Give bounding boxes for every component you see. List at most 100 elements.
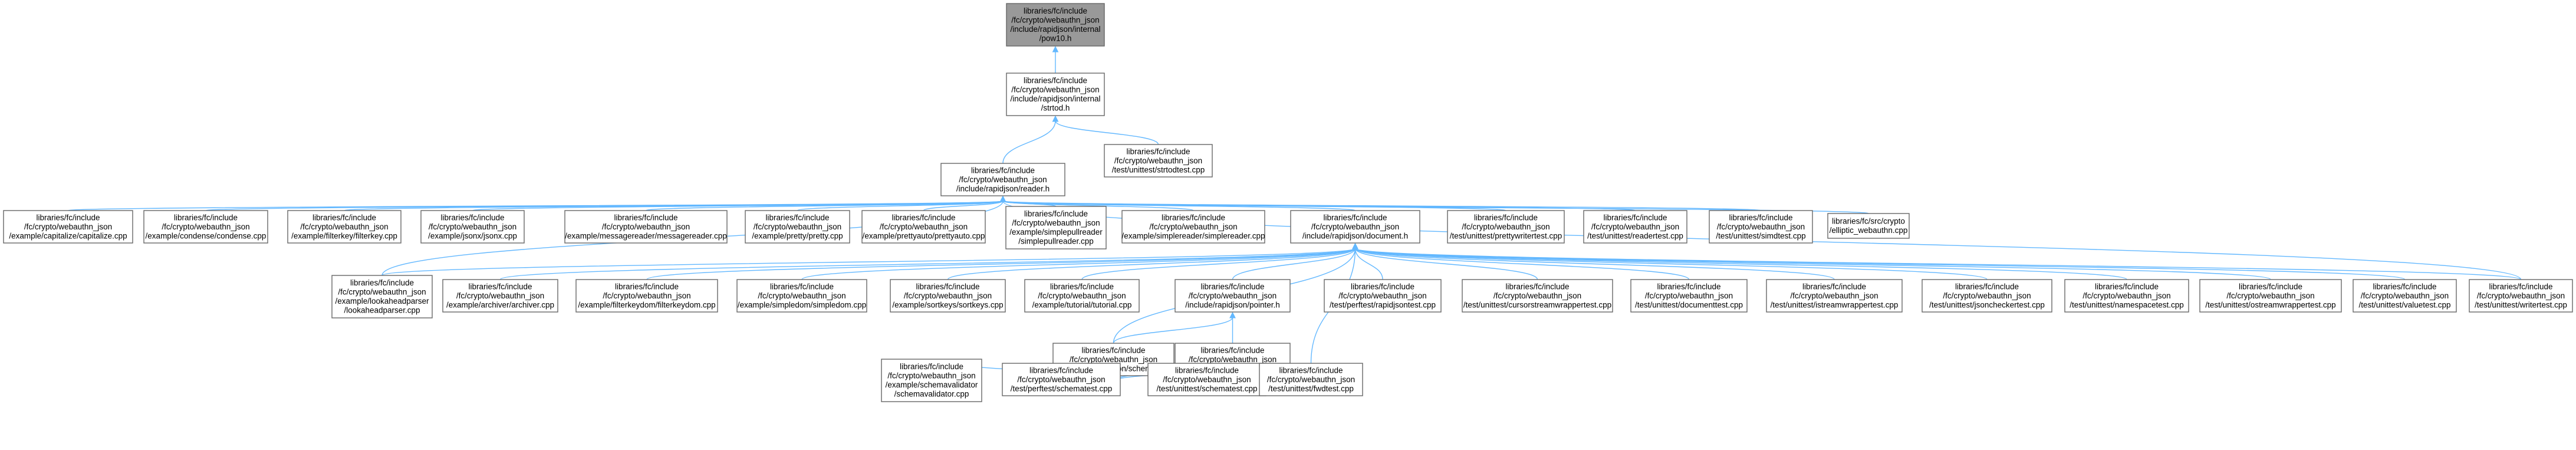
graph-node-document[interactable]: libraries/fc/include/fc/crypto/webauthn_…	[1290, 210, 1420, 244]
node-label-line: libraries/fc/include	[1081, 346, 1145, 354]
graph-node-archiver[interactable]: libraries/fc/include/fc/crypto/webauthn_…	[442, 279, 558, 313]
node-box	[1104, 144, 1213, 178]
node-label-line: libraries/fc/include	[1657, 282, 1720, 291]
graph-node-simpledom[interactable]: libraries/fc/include/fc/crypto/webauthn_…	[736, 279, 867, 313]
graph-node-tutorial[interactable]: libraries/fc/include/fc/crypto/webauthn_…	[1024, 279, 1140, 313]
node-box	[1766, 279, 1903, 313]
node-label-line: /test/unittest/schematest.cpp	[1156, 384, 1257, 393]
graph-node-strtodtest[interactable]: libraries/fc/include/fc/crypto/webauthn_…	[1104, 144, 1213, 178]
graph-node-lookaheadparser[interactable]: libraries/fc/include/fc/crypto/webauthn_…	[331, 275, 433, 318]
graph-node-jsoncheckertest[interactable]: libraries/fc/include/fc/crypto/webauthn_…	[1922, 279, 2052, 313]
nodes-layer: libraries/fc/include/fc/crypto/webauthn_…	[3, 3, 2573, 402]
node-label-line: /example/sortkeys/sortkeys.cpp	[892, 300, 1003, 309]
node-label-line: /test/unittest/documenttest.cpp	[1635, 300, 1743, 309]
graph-node-unitschematest[interactable]: libraries/fc/include/fc/crypto/webauthn_…	[1147, 363, 1266, 396]
node-label-line: /fc/crypto/webauthn_json	[162, 222, 249, 231]
graph-node-condense[interactable]: libraries/fc/include/fc/crypto/webauthn_…	[143, 210, 268, 244]
node-label-line: /test/unittest/namespacetest.cpp	[2070, 300, 2184, 309]
graph-node-pow10[interactable]: libraries/fc/include/fc/crypto/webauthn_…	[1006, 3, 1105, 47]
graph-node-elliptic[interactable]: libraries/fc/src/crypto/elliptic_webauth…	[1827, 213, 1910, 239]
edge-strtod-reader	[1002, 120, 1056, 164]
node-label-line: /example/filterkeydom/filterkeydom.cpp	[578, 300, 715, 309]
node-box	[143, 210, 268, 244]
node-box	[745, 210, 850, 244]
edge-document-istreamwrappertest	[1354, 248, 1835, 280]
graph-node-simdtest[interactable]: libraries/fc/include/fc/crypto/webauthn_…	[1709, 210, 1813, 244]
graph-node-readertest[interactable]: libraries/fc/include/fc/crypto/webauthn_…	[1583, 210, 1687, 244]
node-box	[1005, 206, 1107, 249]
node-label-line: /strtod.h	[1041, 104, 1070, 113]
node-label-line: /fc/crypto/webauthn_json	[1070, 355, 1157, 364]
node-label-line: libraries/fc/include	[1200, 282, 1264, 291]
node-box	[1006, 3, 1105, 47]
node-label-line: libraries/fc/include	[1505, 282, 1569, 291]
graph-node-prettyauto[interactable]: libraries/fc/include/fc/crypto/webauthn_…	[861, 210, 986, 244]
node-label-line: /fc/crypto/webauthn_json	[904, 291, 992, 300]
node-box	[420, 210, 525, 244]
node-label-line: /fc/crypto/webauthn_json	[338, 288, 426, 297]
node-label-line: libraries/fc/include	[1029, 366, 1093, 375]
graph-node-simplepullreader[interactable]: libraries/fc/include/fc/crypto/webauthn_…	[1005, 206, 1107, 249]
node-label-line: /example/pretty/pretty.cpp	[752, 231, 843, 240]
edge-reader-simplereader	[1002, 201, 1194, 211]
graph-node-writertest[interactable]: libraries/fc/include/fc/crypto/webauthn_…	[2469, 279, 2573, 313]
node-label-line: /include/rapidjson/pointer.h	[1185, 300, 1280, 309]
node-label-line: libraries/fc/include	[174, 213, 238, 222]
node-label-line: /fc/crypto/webauthn_json	[1311, 222, 1399, 231]
edge-document-rapidjsontest	[1354, 248, 1383, 280]
node-label-line: libraries/fc/include	[1024, 6, 1087, 15]
edge-document-writertest	[1354, 248, 2522, 280]
graph-node-schemavalidator[interactable]: libraries/fc/include/fc/crypto/webauthn_…	[881, 359, 982, 402]
graph-node-valuetest[interactable]: libraries/fc/include/fc/crypto/webauthn_…	[2353, 279, 2457, 313]
node-label-line: libraries/fc/include	[1126, 147, 1190, 156]
graph-node-istreamwrappertest[interactable]: libraries/fc/include/fc/crypto/webauthn_…	[1766, 279, 1903, 313]
graph-node-filterkeydom[interactable]: libraries/fc/include/fc/crypto/webauthn_…	[575, 279, 718, 313]
node-label-line: /fc/crypto/webauthn_json	[1189, 355, 1277, 364]
node-label-line: /test/unittest/istreamwrappertest.cpp	[1771, 300, 1899, 309]
node-label-line: /test/unittest/ostreamwrappertest.cpp	[2205, 300, 2335, 309]
graph-node-sortkeys[interactable]: libraries/fc/include/fc/crypto/webauthn_…	[890, 279, 1006, 313]
node-label-line: /fc/crypto/webauthn_json	[1943, 291, 2031, 300]
graph-node-prettywritertest[interactable]: libraries/fc/include/fc/crypto/webauthn_…	[1447, 210, 1565, 244]
graph-node-reader[interactable]: libraries/fc/include/fc/crypto/webauthn_…	[940, 163, 1065, 196]
graph-node-fwdtest[interactable]: libraries/fc/include/fc/crypto/webauthn_…	[1259, 363, 1363, 396]
node-box	[331, 275, 433, 318]
graph-node-capitalize[interactable]: libraries/fc/include/fc/crypto/webauthn_…	[3, 210, 133, 244]
graph-node-rapidjsontest[interactable]: libraries/fc/include/fc/crypto/webauthn_…	[1324, 279, 1442, 313]
node-label-line: /test/unittest/strtodtest.cpp	[1112, 165, 1205, 174]
graph-node-filterkey[interactable]: libraries/fc/include/fc/crypto/webauthn_…	[287, 210, 402, 244]
node-label-line: /test/unittest/jsoncheckertest.cpp	[1929, 300, 2045, 309]
node-box	[1002, 363, 1121, 396]
graph-node-cursorstreamwrappertest[interactable]: libraries/fc/include/fc/crypto/webauthn_…	[1462, 279, 1613, 313]
graph-node-jsonx[interactable]: libraries/fc/include/fc/crypto/webauthn_…	[420, 210, 525, 244]
node-label-line: libraries/fc/include	[770, 282, 834, 291]
node-label-line: /example/lookaheadparser	[335, 297, 429, 306]
graph-node-perfschematest[interactable]: libraries/fc/include/fc/crypto/webauthn_…	[1002, 363, 1121, 396]
node-label-line: /fc/crypto/webauthn_json	[602, 222, 690, 231]
edge-document-simpledom	[801, 248, 1356, 280]
node-label-line: libraries/fc/include	[900, 362, 963, 371]
graph-node-documenttest[interactable]: libraries/fc/include/fc/crypto/webauthn_…	[1630, 279, 1748, 313]
arrowhead-pow10-strtod	[1052, 45, 1059, 52]
edge-document-jsoncheckertest	[1354, 248, 1988, 280]
edge-document-filterkeydom	[646, 248, 1356, 280]
node-box	[1709, 210, 1813, 244]
node-label-line: libraries/fc/include	[1603, 213, 1667, 222]
edge-document-lookaheadparser	[381, 248, 1356, 276]
graph-node-pointer[interactable]: libraries/fc/include/fc/crypto/webauthn_…	[1175, 279, 1291, 313]
node-box	[2353, 279, 2457, 313]
node-label-line: /example/capitalize/capitalize.cpp	[9, 231, 127, 240]
graph-node-simplereader[interactable]: libraries/fc/include/fc/crypto/webauthn_…	[1121, 210, 1265, 244]
node-label-line: /test/unittest/readertest.cpp	[1587, 231, 1683, 240]
graph-node-pretty[interactable]: libraries/fc/include/fc/crypto/webauthn_…	[745, 210, 850, 244]
node-label-line: libraries/fc/include	[440, 213, 504, 222]
node-box	[1259, 363, 1363, 396]
graph-node-strtod[interactable]: libraries/fc/include/fc/crypto/webauthn_…	[1006, 73, 1105, 116]
graph-node-namespacetest[interactable]: libraries/fc/include/fc/crypto/webauthn_…	[2064, 279, 2189, 313]
graph-node-messagereader[interactable]: libraries/fc/include/fc/crypto/webauthn_…	[564, 210, 728, 244]
node-label-line: /fc/crypto/webauthn_json	[1017, 375, 1105, 384]
graph-node-ostreamwrappertest[interactable]: libraries/fc/include/fc/crypto/webauthn_…	[2199, 279, 2342, 313]
node-label-line: /example/archiver/archiver.cpp	[446, 300, 554, 309]
node-label-line: /test/unittest/cursorstreamwrappertest.c…	[1463, 300, 1611, 309]
